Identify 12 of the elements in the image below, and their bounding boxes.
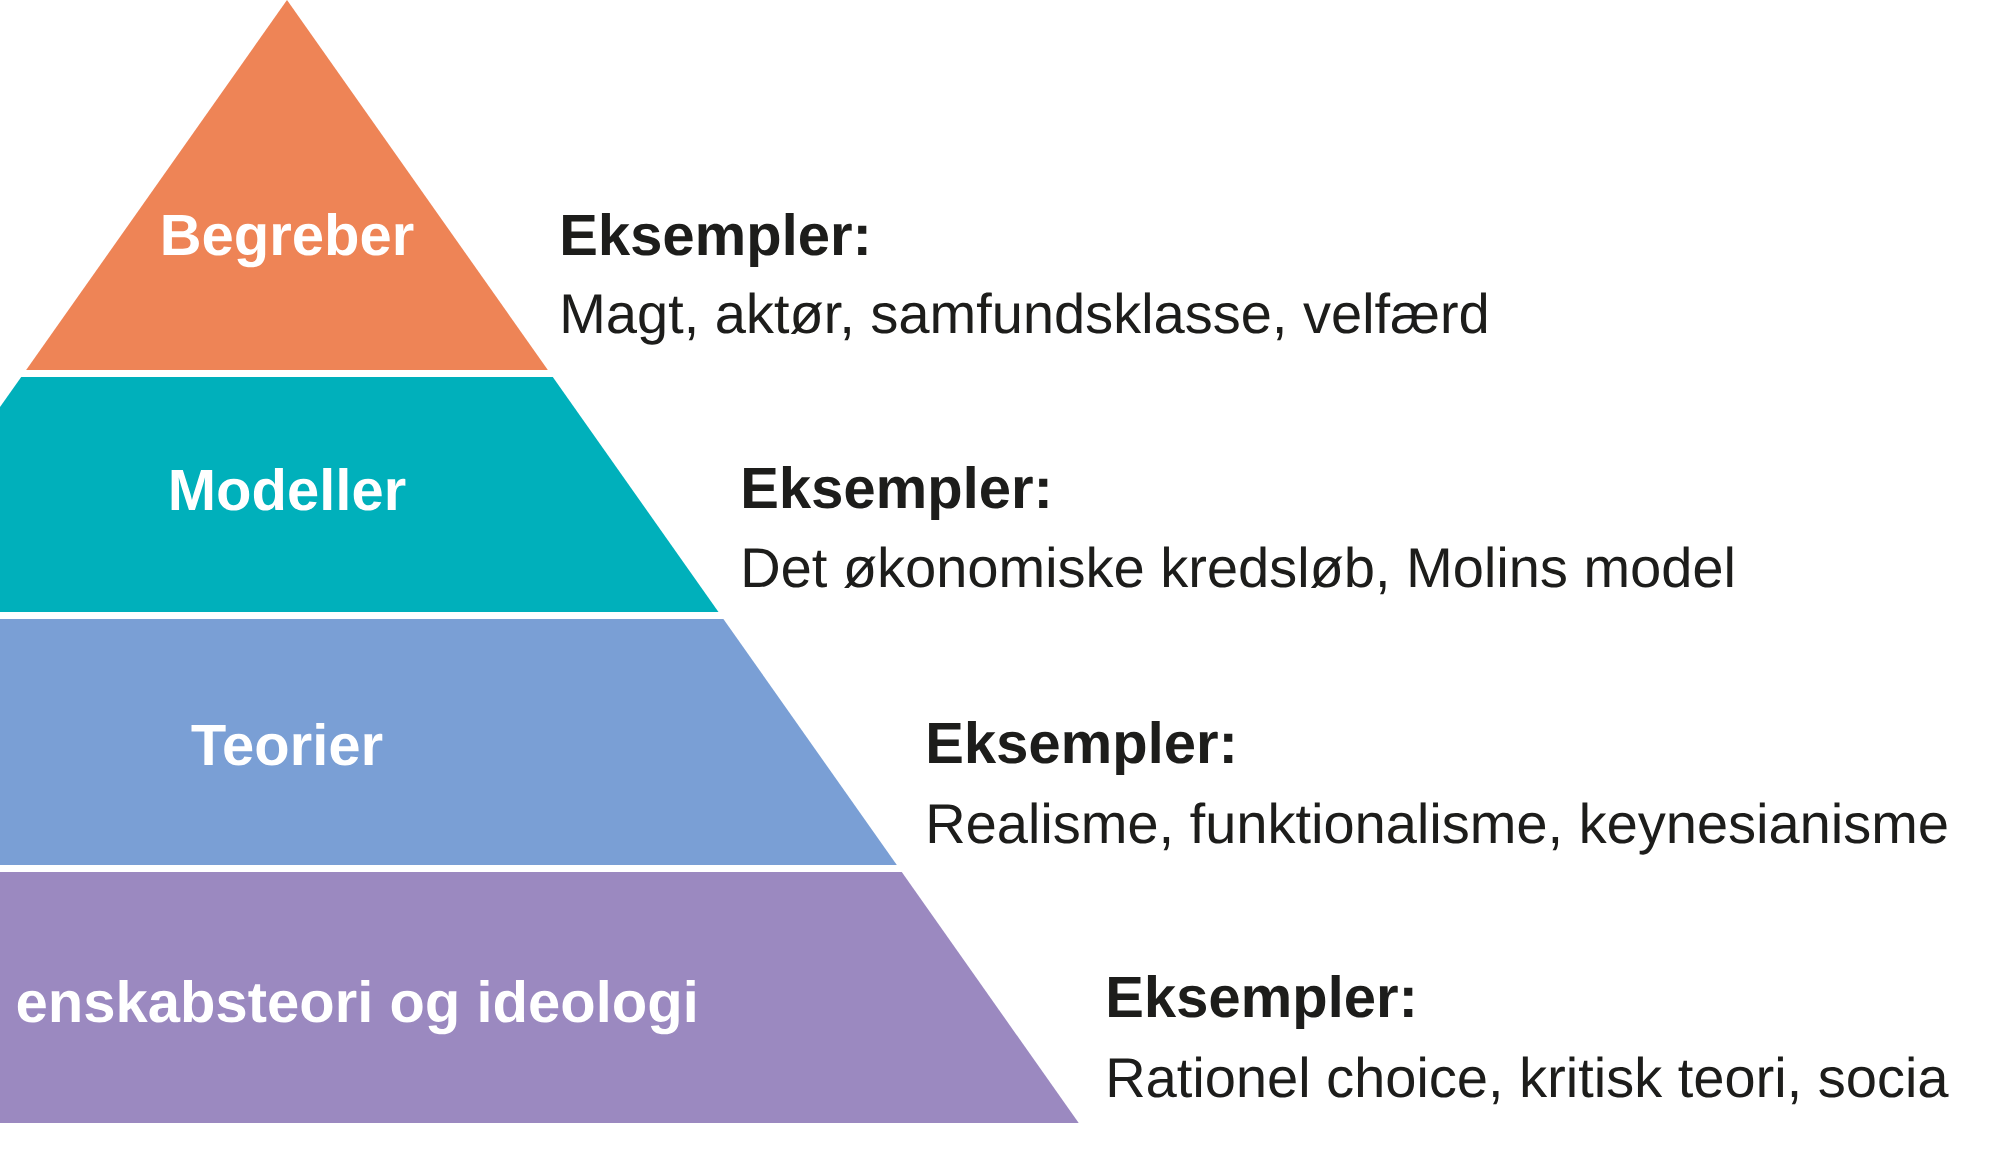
example-list: Realisme, funktionalisme, keynesianisme	[929, 802, 1947, 855]
example-list: Rationel choice, kritisk teori, socia	[1109, 1056, 1949, 1105]
pyramid-band: Teorier	[0, 619, 897, 865]
example-list: Magt, aktør, samfundsklasse, velfærd	[563, 292, 1487, 345]
example-heading: Eksempler:	[744, 466, 1048, 521]
pyramid-band: enskabsteori og ideologi	[0, 872, 1079, 1123]
pyramid-band: Begreber	[26, 0, 548, 370]
example-heading: Eksempler:	[1109, 975, 1413, 1030]
example-list: Det økonomiske kredsløb, Molins model	[744, 546, 1733, 595]
example-heading: Eksempler:	[563, 212, 867, 268]
example-heading: Eksempler:	[929, 721, 1233, 776]
pyramid-band: Modeller	[0, 377, 719, 612]
